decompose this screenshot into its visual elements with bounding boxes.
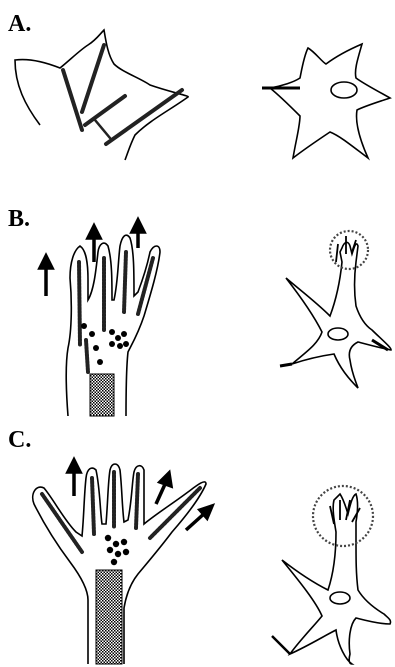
arrow-up-icon	[40, 256, 52, 296]
panel-b-actin-filopodia	[79, 252, 153, 372]
panel-b-neuron	[280, 231, 391, 388]
panel-c-neuron	[272, 486, 391, 664]
arrow-up-icon	[132, 220, 144, 248]
panel-b-microtubule-bundle	[90, 374, 114, 416]
panel-c-microtubule-bundle	[96, 570, 122, 664]
panel-a-stellate-cell	[262, 44, 390, 158]
panel-c-vesicle-cluster	[105, 535, 129, 565]
arrow-up-icon	[156, 473, 171, 504]
panel-a-actin-bundles	[63, 45, 182, 144]
panel-a-nucleus	[331, 82, 357, 98]
arrow-up-icon	[68, 460, 80, 496]
panel-b-arrows	[40, 220, 144, 296]
panel-b-nucleus	[328, 328, 348, 340]
panel-c-nucleus	[330, 592, 350, 604]
